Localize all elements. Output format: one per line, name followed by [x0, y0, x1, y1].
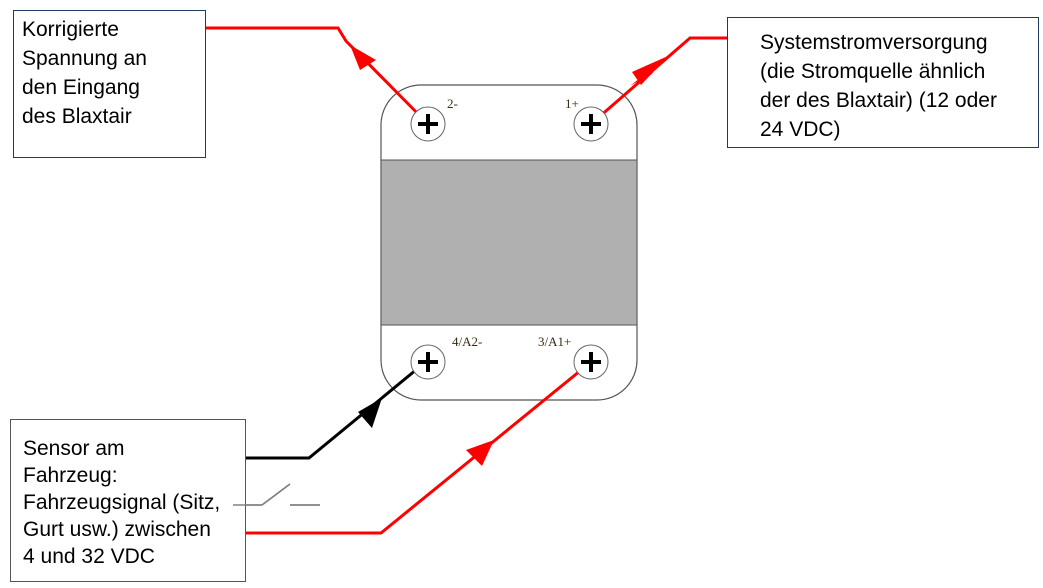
power-arrowhead: [632, 56, 668, 85]
note-line: der des Blaxtair) (12 oder: [760, 89, 997, 112]
note-line: Korrigierte: [22, 18, 119, 41]
note-line: 24 VDC): [760, 118, 841, 141]
terminal-3: [573, 344, 609, 380]
note-line: Fahrzeug:: [23, 464, 118, 487]
terminal-1: [573, 106, 609, 142]
note-line: 4 und 32 VDC: [23, 545, 155, 568]
terminal-1-label: 1+: [565, 96, 579, 111]
terminal-2-label: 2-: [447, 96, 458, 111]
terminal-3-label: 3/A1+: [538, 334, 571, 349]
output-wire-arrow: [350, 45, 376, 70]
sensor-positive-wire: [246, 360, 592, 535]
sensor-positive-arrow: [466, 440, 494, 466]
terminal-2: [410, 106, 446, 142]
relay-center-band: [380, 159, 638, 326]
note-line: (die Stromquelle ähnlich: [760, 60, 986, 83]
output-voltage-note: Korrigierte Spannung an den Eingang des …: [13, 10, 206, 158]
note-line: Sensor am: [23, 437, 125, 460]
sensor-negative-arrow: [358, 398, 382, 428]
note-line: Fahrzeugsignal (Sitz,: [23, 491, 221, 514]
output-wire: [196, 26, 430, 126]
note-line: des Blaxtair: [22, 105, 132, 128]
relay-module: [380, 84, 638, 401]
terminal-4: [410, 344, 446, 380]
power-supply-note: Systemstromversorgung (die Stromquelle ä…: [727, 17, 1039, 148]
sensor-signal-note: Sensor am Fahrzeug: Fahrzeugsignal (Sitz…: [10, 419, 246, 582]
note-line: Gurt usw.) zwischen: [23, 518, 211, 541]
note-line: den Eingang: [22, 76, 140, 99]
sensor-negative-wire: [246, 358, 429, 460]
switch-symbol: [233, 483, 320, 506]
note-line: Spannung an: [22, 47, 147, 70]
terminal-4-label: 4/A2-: [452, 334, 482, 349]
note-line: Systemstromversorgung: [760, 31, 988, 54]
